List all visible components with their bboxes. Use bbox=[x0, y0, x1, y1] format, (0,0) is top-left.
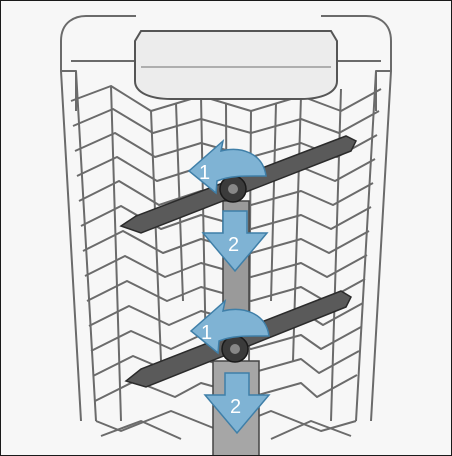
step-label-rotate-lower: 1 bbox=[201, 322, 212, 344]
lower-spray-arm bbox=[124, 290, 352, 388]
upper-spray-arm bbox=[119, 135, 358, 234]
step-label-pull-upper: 2 bbox=[228, 234, 239, 256]
rotate-arrow-icon: 1 bbox=[187, 138, 267, 195]
step-label-pull-lower: 2 bbox=[230, 396, 241, 418]
basket-handle bbox=[134, 30, 338, 100]
step-label-rotate-upper: 1 bbox=[199, 162, 210, 184]
rotate-arrow-icon: 1 bbox=[189, 298, 270, 355]
down-arrow-icon: 2 bbox=[201, 210, 269, 273]
down-arrow-icon: 2 bbox=[203, 372, 271, 435]
